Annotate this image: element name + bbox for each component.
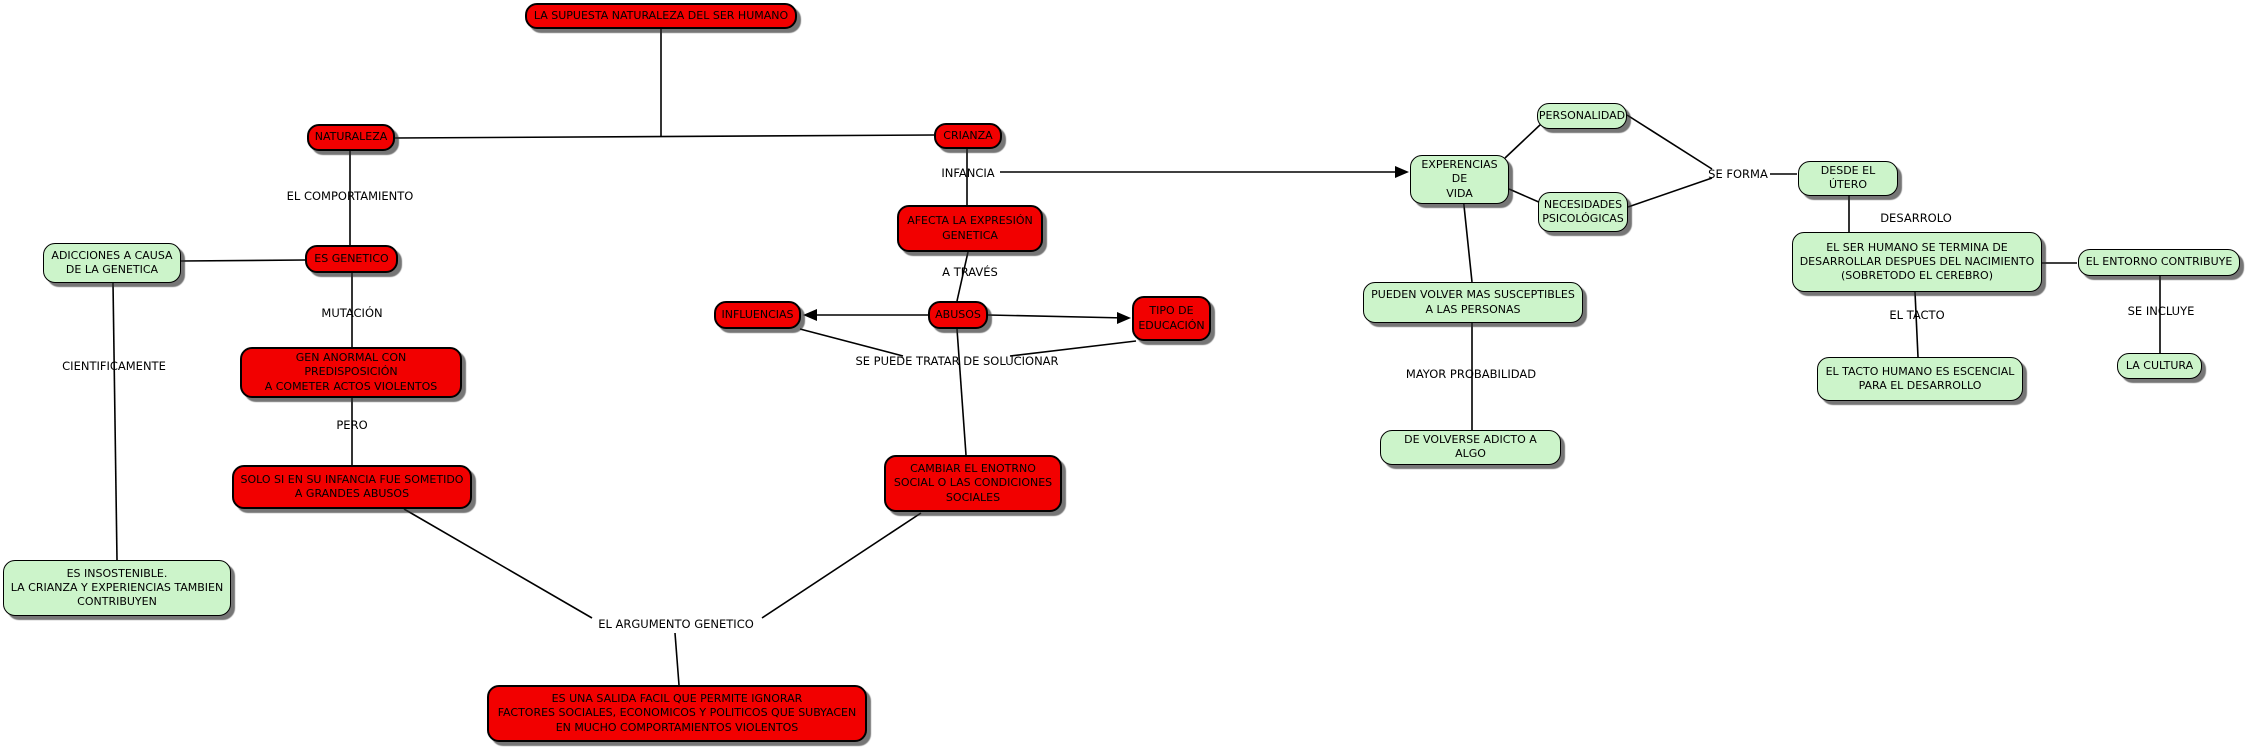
linking-phrase-pero[interactable]: PERO: [336, 418, 368, 432]
linking-phrase-desarrolo[interactable]: DESARROLO: [1880, 211, 1952, 225]
concept-node-influencias[interactable]: INFLUENCIAS: [714, 301, 801, 329]
concept-node-solo-si[interactable]: SOLO SI EN SU INFANCIA FUE SOMETIDO A GR…: [232, 465, 472, 509]
connector-line: [1504, 123, 1542, 159]
concept-node-entorno-contribuye[interactable]: EL ENTORNO CONTRIBUYE: [2078, 249, 2240, 276]
concept-node-naturaleza[interactable]: NATURALEZA: [307, 124, 395, 151]
linking-phrase-a-traves[interactable]: A TRAVÉS: [942, 265, 998, 279]
concept-node-la-cultura[interactable]: LA CULTURA: [2117, 353, 2202, 379]
concept-node-necesidades[interactable]: NECESIDADES PSICOLÓGICAS: [1538, 192, 1628, 232]
connector-line: [761, 512, 922, 619]
concept-node-es-genetico[interactable]: ES GENETICO: [305, 245, 398, 273]
concept-node-tipo-educacion[interactable]: TIPO DE EDUCACIÓN: [1132, 296, 1211, 341]
connector-line: [1462, 195, 1473, 283]
connector-line: [956, 328, 967, 456]
linking-phrase-el-comportamiento[interactable]: EL COMPORTAMIENTO: [286, 189, 414, 203]
arrowhead-icon: [1395, 166, 1409, 178]
connector-line: [180, 259, 306, 262]
linking-phrase-mayor-probabilidad[interactable]: MAYOR PROBABILIDAD: [1405, 367, 1537, 381]
concept-node-abusos[interactable]: ABUSOS: [928, 301, 988, 329]
connector-line: [394, 134, 935, 139]
connector-line: [1627, 177, 1713, 208]
connector-line: [1914, 291, 1919, 358]
connector-line: [112, 282, 118, 561]
connector-line: [1508, 188, 1542, 204]
linking-phrase-se-incluye[interactable]: SE INCLUYE: [2127, 304, 2195, 318]
concept-node-cambiar-entorno[interactable]: CAMBIAR EL ENOTRNO SOCIAL O LAS CONDICIO…: [884, 455, 1062, 512]
concept-node-ser-humano[interactable]: EL SER HUMANO SE TERMINA DE DESARROLLAR …: [1792, 232, 2042, 292]
linking-phrase-cientificamente[interactable]: CIENTIFICAMENTE: [62, 359, 166, 373]
concept-node-gen-anormal[interactable]: GEN ANORMAL CON PREDISPOSICIÓN A COMETER…: [240, 347, 462, 398]
connector-line: [987, 314, 1127, 319]
connector-line: [403, 508, 593, 619]
concept-node-personalidad[interactable]: PERSONALIDAD: [1537, 103, 1627, 129]
concept-node-titulo[interactable]: LA SUPUESTA NATURALEZA DEL SER HUMANO: [525, 3, 797, 29]
connector-line: [1009, 340, 1137, 357]
concept-node-tacto-humano[interactable]: EL TACTO HUMANO ES ESCENCIAL PARA EL DES…: [1817, 357, 2023, 401]
connector-line: [1626, 114, 1713, 170]
linking-phrase-se-forma[interactable]: SE FORMA: [1708, 167, 1768, 181]
arrowhead-icon: [1117, 312, 1131, 324]
arrowhead-icon: [803, 309, 817, 321]
concept-node-experencias-vida[interactable]: EXPERENCIAS DE VIDA: [1410, 155, 1509, 204]
concept-node-crianza[interactable]: CRIANZA: [934, 123, 1002, 149]
linking-phrase-mutacion[interactable]: MUTACIÓN: [321, 306, 383, 320]
concept-node-desde-utero[interactable]: DESDE EL ÚTERO: [1798, 161, 1898, 196]
concept-node-salida-facil[interactable]: ES UNA SALIDA FACIL QUE PERMITE IGNORAR …: [487, 685, 867, 742]
linking-phrase-infancia[interactable]: INFANCIA: [941, 166, 995, 180]
linking-phrase-el-argumento-genetico[interactable]: EL ARGUMENTO GENETICO: [598, 617, 754, 631]
concept-node-es-insostenible[interactable]: ES INSOSTENIBLE. LA CRIANZA Y EXPERIENCI…: [3, 560, 231, 616]
concept-node-de-volverse[interactable]: DE VOLVERSE ADICTO A ALGO: [1380, 430, 1561, 465]
concept-node-afecta-expresion[interactable]: AFECTA LA EXPRESIÓN GENETICA: [897, 205, 1043, 252]
linking-phrase-el-tacto[interactable]: EL TACTO: [1889, 308, 1945, 322]
linking-phrase-se-puede-tratar[interactable]: SE PUEDE TRATAR DE SOLUCIONAR: [855, 354, 1059, 368]
concept-node-pueden-volver[interactable]: PUEDEN VOLVER MAS SUSCEPTIBLES A LAS PER…: [1363, 282, 1583, 323]
connector-line: [674, 632, 680, 686]
concept-node-adicciones[interactable]: ADICCIONES A CAUSA DE LA GENETICA: [43, 243, 181, 283]
connector-line: [799, 328, 904, 357]
connector-line: [956, 251, 969, 302]
